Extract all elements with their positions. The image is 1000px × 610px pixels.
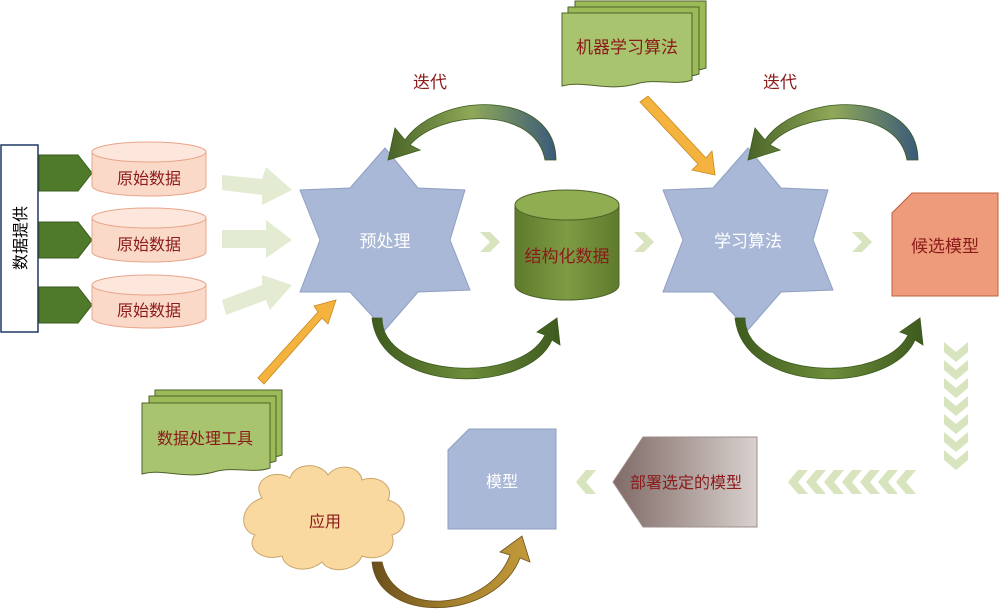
app-to-model-arrow <box>371 535 531 609</box>
candidate-model-box: 候选模型 <box>891 192 999 297</box>
raw-data-label-3: 原始数据 <box>117 301 181 320</box>
flow-arrow-raw-1 <box>222 167 292 205</box>
model-box: 模型 <box>447 428 557 530</box>
tools-to-preprocess-arrow <box>257 299 337 385</box>
flow-chevron-1 <box>480 232 500 252</box>
flow-chevron-4 <box>576 470 596 494</box>
iterate-loop-right-bottom <box>734 317 924 380</box>
flow-chevron-3 <box>852 232 872 252</box>
candidate-model-label: 候选模型 <box>911 237 979 257</box>
provider-arrow-3 <box>38 286 93 324</box>
learning-star: 学习算法 <box>662 147 834 331</box>
data-provider-label: 数据提供 <box>11 206 30 270</box>
provider-arrow-2 <box>38 221 93 259</box>
provider-arrow-1 <box>38 154 93 192</box>
raw-data-label-2: 原始数据 <box>117 235 181 254</box>
tools-label: 数据处理工具 <box>157 429 253 448</box>
raw-data-cylinder-3: 原始数据 <box>91 274 207 329</box>
deploy-model-label: 部署选定的模型 <box>630 473 742 492</box>
iterate-label-left: 迭代 <box>413 73 447 93</box>
learning-label: 学习算法 <box>714 232 782 252</box>
tools-doc-stack: 数据处理工具 <box>141 389 283 476</box>
preprocess-star: 预处理 <box>299 147 471 331</box>
flow-arrow-raw-3 <box>222 275 292 315</box>
data-provider-box: 数据提供 <box>0 144 39 333</box>
down-chevrons <box>944 342 968 470</box>
model-label: 模型 <box>486 472 518 491</box>
preprocess-label: 预处理 <box>360 232 411 252</box>
raw-data-cylinder-1: 原始数据 <box>91 141 207 197</box>
left-chevrons <box>788 470 916 494</box>
structured-data-cylinder: 结构化数据 <box>514 189 620 301</box>
raw-data-cylinder-2: 原始数据 <box>91 207 207 263</box>
structured-data-label: 结构化数据 <box>525 247 610 267</box>
deploy-model-shape: 部署选定的模型 <box>612 436 758 528</box>
iterate-loop-left-top <box>387 104 557 161</box>
application-label: 应用 <box>309 512 341 531</box>
flow-arrow-raw-2 <box>222 220 292 258</box>
iterate-label-right: 迭代 <box>763 73 797 93</box>
iterate-loop-left-bottom <box>371 317 561 380</box>
ml-algorithms-doc-stack: 机器学习算法 <box>561 0 707 88</box>
ml-to-learning-arrow <box>639 95 716 176</box>
flow-chevron-2 <box>634 232 654 252</box>
iterate-loop-right-top <box>747 104 919 161</box>
ml-algorithms-label: 机器学习算法 <box>576 38 678 58</box>
raw-data-label-1: 原始数据 <box>117 169 181 188</box>
application-cloud: 应用 <box>243 465 405 571</box>
